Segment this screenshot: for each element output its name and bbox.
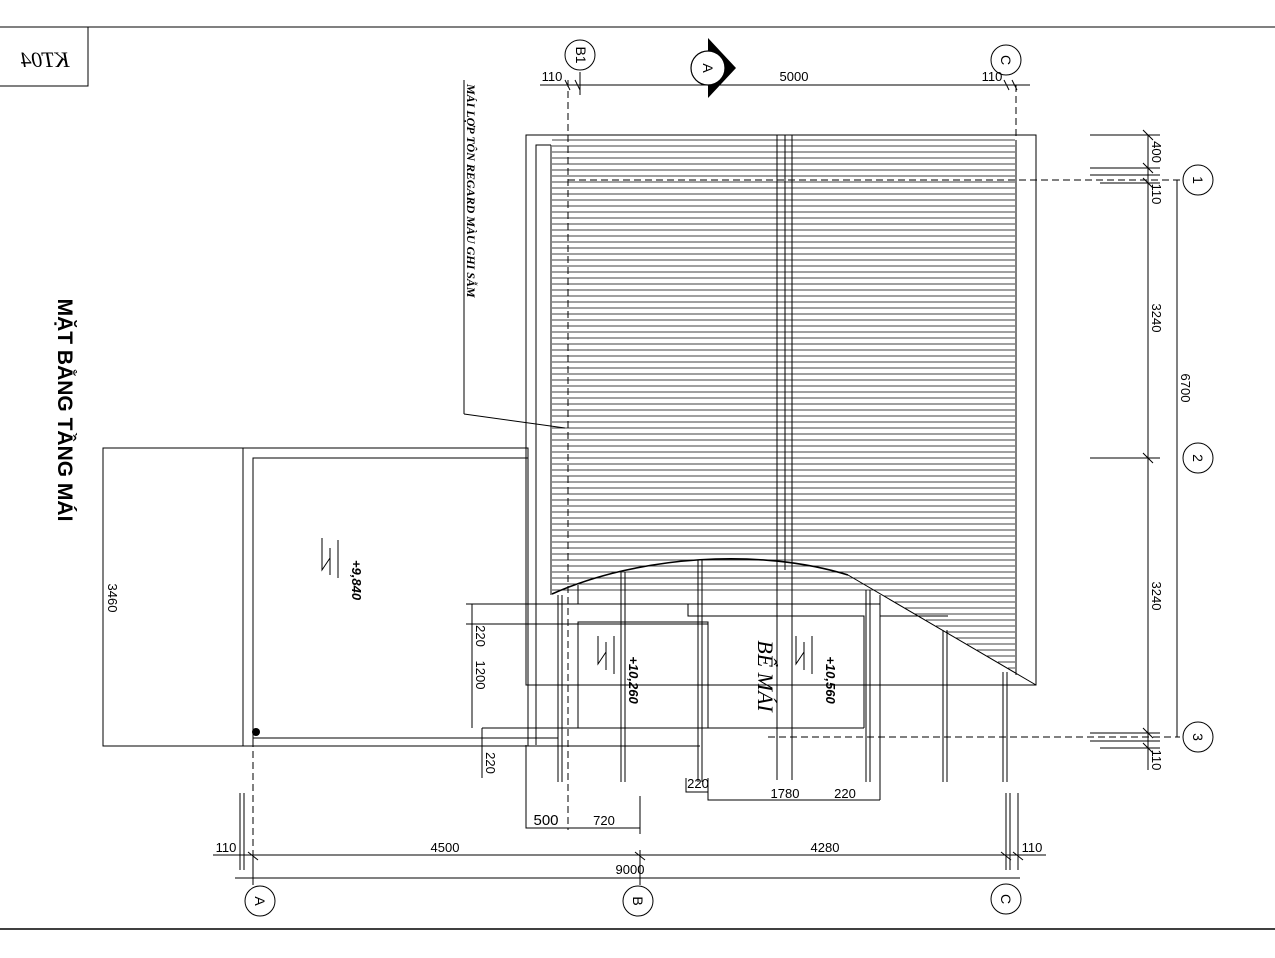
axis-bubble-right-3: 3: [1182, 721, 1214, 753]
lower-dimension-lines: 500 720 220 1780 220: [525, 604, 881, 834]
axis-label-bottom-a: A: [252, 896, 268, 906]
axis-label-bottom-c: C: [998, 894, 1014, 904]
grid-lines: [252, 80, 1180, 860]
dim-right-3240-b: 3240: [1149, 582, 1164, 611]
axis-label-top-c: C: [998, 55, 1014, 65]
dim-lower-220-b: 220: [834, 786, 856, 801]
elevation-label-10260: +10,260: [626, 656, 641, 704]
axis-label-right-2: 2: [1190, 454, 1206, 462]
roofing-note: MÁI LỢP TÔN REGARD MÀU GHI SẪM: [463, 80, 566, 429]
dim-top-110-left: 110: [542, 69, 563, 84]
dim-right-6700: 6700: [1178, 374, 1193, 403]
dim-left-220: 220: [473, 625, 488, 647]
main-roof-outline: [525, 134, 1037, 745]
right-dimension-line: 400 110 3240 6700 3240 110: [1090, 129, 1193, 771]
axis-bubble-top-c: C: [990, 44, 1022, 76]
elevation-mark-9840: +9,840: [321, 538, 364, 601]
dim-bottom-110-right: 110: [1022, 840, 1043, 855]
drawing-title: MẶT BẰNG TẦNG MÁI: [53, 299, 77, 522]
section-marker: A: [690, 38, 736, 98]
dim-right-400: 400: [1149, 141, 1164, 163]
axis-bubble-bottom-c: C: [990, 883, 1022, 915]
axis-bubble-top-b1: B1: [564, 39, 596, 95]
dim-lower-500: 500: [533, 812, 558, 829]
elevation-mark-10560: +10,560: [795, 636, 838, 704]
axis-bubble-bottom-a: A: [244, 885, 276, 917]
dim-bottom-110-left: 110: [216, 840, 237, 855]
axis-bubble-right-1: 1: [1182, 164, 1214, 196]
roof-diagonal-edge: [847, 574, 1037, 686]
axis-label-bottom-b: B: [630, 896, 646, 905]
section-marker-label: A: [700, 63, 716, 73]
elevation-label-9840: +9,840: [349, 560, 364, 601]
roof-curve-edge: [551, 558, 849, 595]
water-tank-room: BỂ MÁI: [558, 585, 948, 729]
room-label: BỂ MÁI: [753, 640, 778, 713]
dim-right-110-top: 110: [1149, 184, 1164, 205]
dim-lower-720: 720: [593, 813, 615, 828]
dim-top-5000: 5000: [780, 69, 809, 84]
dim-bottom-9000: 9000: [616, 862, 645, 877]
dim-left-220-bottom: 220: [483, 752, 498, 774]
dim-right-3240-a: 3240: [1149, 304, 1164, 333]
axis-label-right-3: 3: [1190, 733, 1206, 741]
roof-sheet-hatching: [552, 139, 1015, 669]
low-roof-block: [102, 447, 558, 747]
dim-lower-220-a: 220: [687, 776, 709, 791]
left-dimension-line: 3460 220 1200 220: [105, 584, 880, 778]
elevation-label-10560: +10,560: [823, 656, 838, 704]
dim-bottom-4280: 4280: [811, 840, 840, 855]
dim-left-3460: 3460: [105, 584, 120, 613]
axis-bubble-bottom-b: B: [622, 885, 654, 917]
roof-ridge-lines: [776, 135, 793, 780]
dim-bottom-4500: 4500: [431, 840, 460, 855]
column-marker: [252, 728, 260, 736]
axis-label-right-1: 1: [1190, 176, 1206, 184]
axis-label-top-b1: B1: [573, 46, 589, 63]
dim-lower-1780: 1780: [771, 786, 800, 801]
dim-right-110-bottom: 110: [1149, 750, 1164, 771]
elevation-mark-10260: +10,260: [597, 636, 641, 704]
sheet-code-box: KT04: [0, 27, 89, 87]
axis-bubble-right-2: 2: [1182, 442, 1214, 474]
sheet-code: KT04: [21, 47, 71, 72]
top-dimension-line: 110 5000 110: [540, 69, 1030, 91]
dim-top-110-right: 110: [982, 69, 1003, 84]
bottom-dimension-line: 110 4500 4280 110 9000: [213, 793, 1046, 885]
columns: [557, 560, 1008, 782]
dim-left-1200: 1200: [473, 661, 488, 690]
roofing-note-text: MÁI LỢP TÔN REGARD MÀU GHI SẪM: [464, 83, 479, 298]
